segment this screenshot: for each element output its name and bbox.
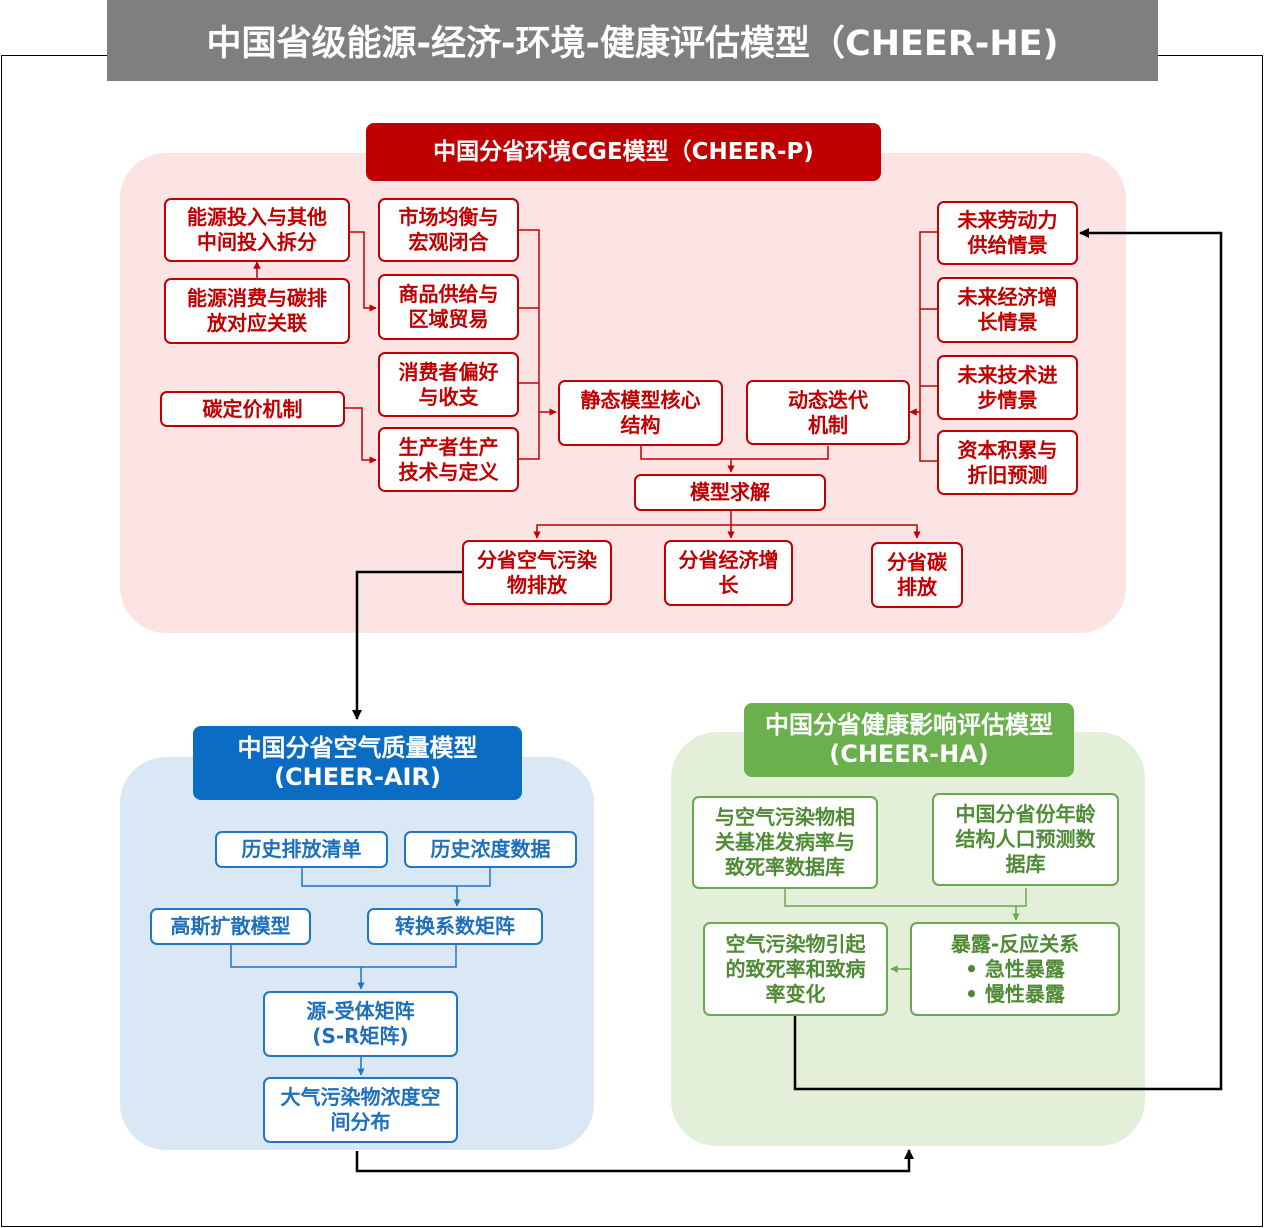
carbon-emission-output-box: 分省碳 排放: [871, 542, 963, 608]
population-projection-db-box: 中国分省份年龄 结构人口预测数 据库: [932, 793, 1119, 886]
energy-input-split-box: 能源投入与其他 中间投入拆分: [164, 198, 350, 262]
carbon-price-box: 碳定价机制: [160, 391, 345, 427]
energy-carbon-link-box: 能源消费与碳排 放对应关联: [164, 278, 350, 344]
baseline-incidence-db-box: 与空气污染物相 关基准发病率与 致死率数据库: [692, 796, 878, 889]
consumer-preference-box: 消费者偏好 与收支: [378, 352, 519, 417]
market-equilibrium-box: 市场均衡与 宏观闭合: [378, 198, 519, 262]
model-solve-box: 模型求解: [634, 474, 826, 511]
dynamic-iteration-box: 动态迭代 机制: [746, 380, 910, 445]
static-core-box: 静态模型核心 结构: [558, 380, 723, 446]
cheer-ha-header: 中国分省健康影响评估模型 (CHEER-HA): [744, 703, 1074, 777]
future-labor-box: 未来劳动力 供给情景: [937, 201, 1078, 265]
historical-emission-box: 历史排放清单: [215, 831, 388, 868]
conversion-matrix-box: 转换系数矩阵: [367, 908, 543, 945]
future-tech-box: 未来技术进 步情景: [937, 355, 1078, 420]
producer-technology-box: 生产者生产 技术与定义: [378, 427, 519, 492]
goods-supply-trade-box: 商品供给与 区域贸易: [378, 274, 519, 340]
cheer-air-header: 中国分省空气质量模型 (CHEER-AIR): [193, 726, 522, 800]
air-emission-output-box: 分省空气污染 物排放: [462, 540, 612, 605]
cheer-p-header: 中国分省环境CGE模型（CHEER-P): [366, 123, 881, 181]
mortality-morbidity-change-box: 空气污染物引起 的致死率和致病 率变化: [703, 922, 888, 1016]
concentration-distribution-box: 大气污染物浓度空 间分布: [263, 1077, 458, 1143]
page-title: 中国省级能源-经济-环境-健康评估模型（CHEER-HE): [107, 0, 1158, 81]
exposure-response-box: 暴露-反应关系 • 急性暴露 • 慢性暴露: [910, 922, 1120, 1016]
economic-growth-output-box: 分省经济增 长: [664, 540, 793, 606]
gaussian-diffusion-box: 高斯扩散模型: [150, 908, 311, 945]
future-growth-box: 未来经济增 长情景: [937, 277, 1078, 343]
historical-concentration-box: 历史浓度数据: [404, 831, 577, 868]
source-receptor-matrix-box: 源-受体矩阵 (S-R矩阵): [263, 991, 458, 1057]
capital-accumulation-box: 资本积累与 折旧预测: [937, 430, 1078, 495]
